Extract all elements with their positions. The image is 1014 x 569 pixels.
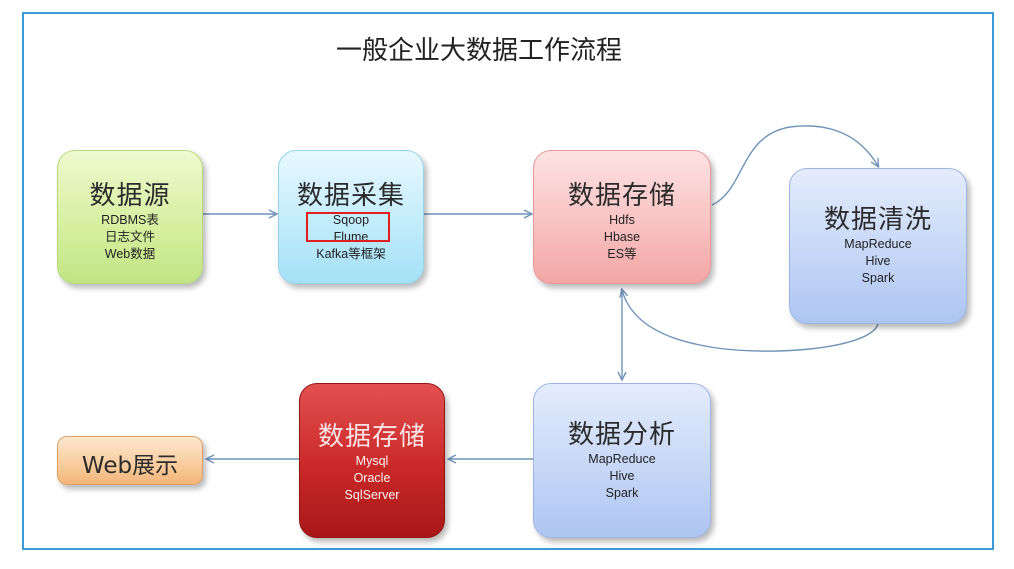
node-line: Spark [861, 271, 895, 285]
node-line: ES等 [607, 247, 637, 261]
node-line: Spark [605, 486, 639, 500]
node-line: Hbase [603, 230, 641, 244]
node-line: Kafka等框架 [316, 247, 386, 261]
node-data-cleaning: 数据清洗 MapReduce Hive Spark [789, 168, 967, 324]
node-line: Sqoop [332, 213, 370, 227]
node-heading: 数据存储 [567, 181, 676, 211]
node-heading: 数据源 [89, 181, 171, 211]
node-heading: 数据分析 [567, 420, 676, 450]
node-data-storage: 数据存储 Hdfs Hbase ES等 [533, 150, 711, 284]
arrow-clean-to-store [622, 290, 879, 352]
node-heading: 数据采集 [296, 181, 405, 211]
node-line: SqlServer [344, 488, 400, 502]
node-line: Mysql [355, 454, 389, 468]
node-line: MapReduce [844, 237, 912, 251]
node-line: Web数据 [104, 247, 156, 261]
node-heading: 数据存储 [317, 422, 426, 452]
node-line: Hdfs [609, 213, 635, 227]
node-result-storage: 数据存储 Mysql Oracle SqlServer [299, 383, 445, 538]
node-data-analysis: 数据分析 MapReduce Hive Spark [533, 383, 711, 538]
diagram-title: 一般企业大数据工作流程 [0, 30, 1014, 67]
node-heading: 数据清洗 [823, 205, 932, 235]
node-line: Hive [865, 254, 891, 268]
node-line: Hive [609, 469, 635, 483]
arrow-store-to-clean [711, 125, 878, 206]
node-line: MapReduce [588, 452, 656, 466]
node-line: Oracle [353, 471, 391, 485]
highlight-box-flume [306, 212, 390, 242]
node-data-source: 数据源 RDBMS表 日志文件 Web数据 [57, 150, 203, 284]
node-line: 日志文件 [104, 230, 155, 244]
node-heading: Web展示 [81, 453, 179, 479]
node-web-display: Web展示 [57, 436, 203, 485]
diagram-title-text: 一般企业大数据工作流程 [335, 36, 622, 66]
node-line: RDBMS表 [101, 213, 159, 227]
